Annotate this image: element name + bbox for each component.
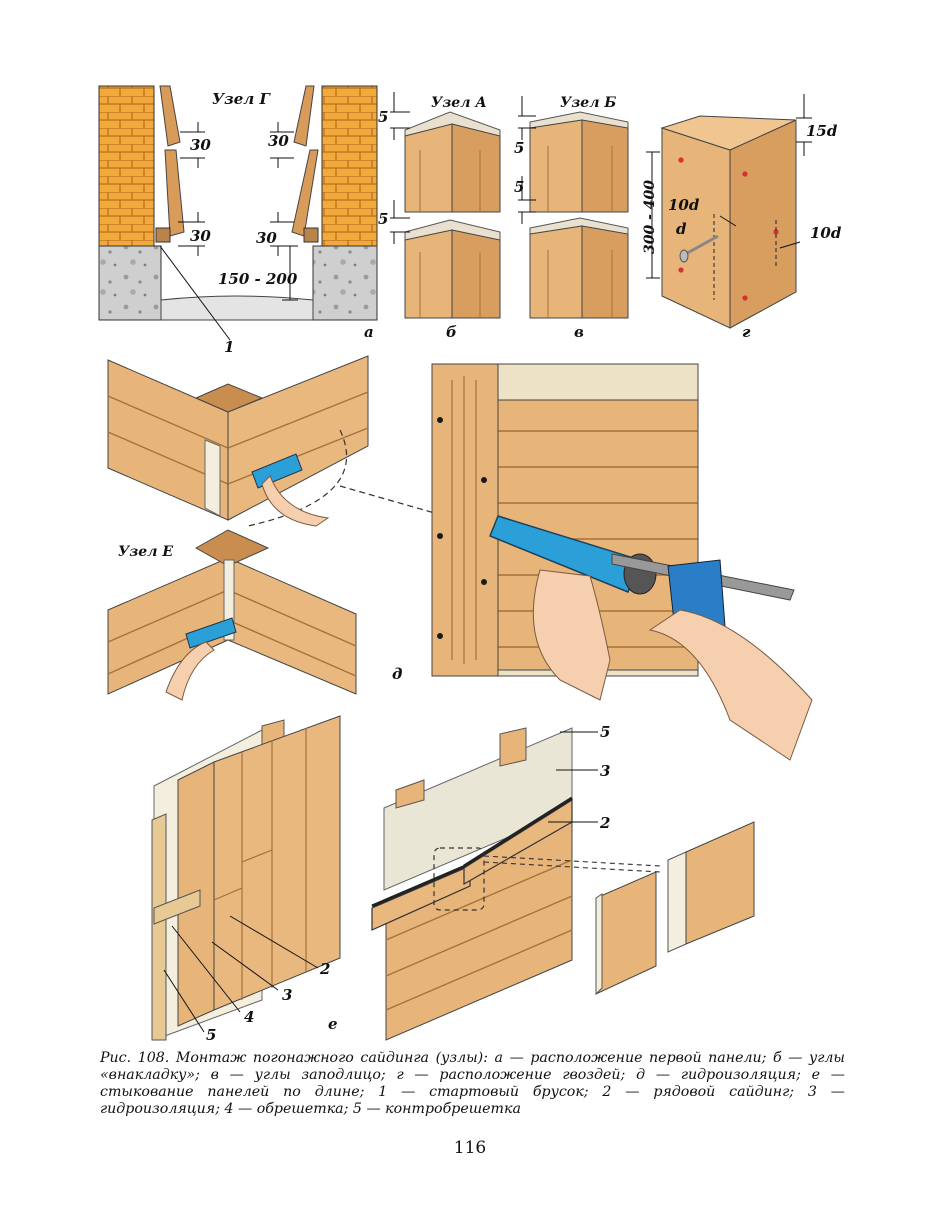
callout-2-right: 2 — [599, 814, 610, 832]
left-wall-assembly — [151, 715, 341, 1041]
corner-a-upper — [404, 111, 501, 213]
foundation-right — [312, 245, 378, 321]
node-e-label: Узел Е — [118, 544, 173, 560]
dim-30-top-left: 30 — [190, 136, 211, 154]
joint-detail-panels — [595, 821, 755, 996]
dim-nail-spacing: 300 - 400 — [642, 180, 658, 254]
panel-e-length-joining: 2 3 4 5 е — [151, 715, 755, 1044]
enlarged-sealing-detail — [431, 363, 813, 761]
dim-5-c-mid: 5 — [514, 178, 524, 196]
panel-v-flush-corners: Узел Б 5 5 в — [514, 95, 629, 341]
figure-108-illustration: Узел Г 30 30 30 30 150 - 200 1 а — [98, 85, 842, 1044]
brick-wall-right — [321, 85, 378, 247]
siding-board-left-lower — [164, 149, 185, 237]
dim-5-c-top: 5 — [514, 139, 524, 157]
dim-10d-left: 10d — [668, 196, 700, 214]
corner-b-lower — [529, 217, 629, 319]
node-g-label: Узел Г — [212, 90, 271, 108]
dim-10d-right: 10d — [810, 224, 842, 242]
right-wall-assembly — [371, 727, 661, 1041]
dim-30-bottom-left: 30 — [190, 227, 211, 245]
siding-board-right-lower — [291, 149, 319, 237]
foundation-left — [98, 245, 162, 321]
figure-caption: Рис. 108. Монтаж погонажного сайдинга (у… — [100, 1050, 845, 1117]
dim-5-b-top: 5 — [378, 108, 388, 126]
panel-g-nail-layout: 15d 10d d 10d 300 - 400 г — [642, 94, 842, 341]
callout-1-starter-batten: 1 — [224, 338, 234, 356]
starter-batten-left — [155, 227, 171, 243]
starter-batten-right — [303, 227, 319, 243]
node-a-label: Узел А — [431, 95, 487, 111]
panel-letter-v: в — [574, 323, 584, 341]
panel-letter-e: е — [328, 1015, 338, 1033]
node-b-label: Узел Б — [560, 95, 616, 111]
dim-30-top-right: 30 — [268, 132, 289, 150]
callout-5-left: 5 — [206, 1026, 216, 1044]
panel-letter-b: б — [446, 323, 457, 341]
siding-board-left-upper — [159, 85, 181, 147]
dim-30-bottom-right: 30 — [256, 229, 277, 247]
brick-wall-left — [98, 85, 155, 247]
panel-b-overlap-corners: Узел А 5 5 б — [378, 92, 501, 341]
page-number: 116 — [453, 1138, 487, 1158]
corner-b-upper — [529, 111, 629, 213]
ground-surface — [160, 295, 314, 321]
dim-5-b-bottom: 5 — [378, 210, 388, 228]
corner-a-lower — [404, 219, 501, 319]
outer-corner-upper — [107, 355, 369, 527]
dim-d: d — [676, 220, 687, 238]
panel-d-waterproofing: Узел Е д — [107, 355, 813, 761]
panel-a-first-panel-position: Узел Г 30 30 30 30 150 - 200 1 а — [98, 85, 378, 356]
dim-15d: 15d — [806, 122, 838, 140]
dim-gap-150-200: 150 - 200 — [218, 270, 298, 288]
panel-letter-g: г — [742, 323, 751, 341]
callout-4-left: 4 — [244, 1008, 254, 1026]
siding-board-right-upper — [293, 85, 315, 147]
callout-3-right: 3 — [600, 762, 610, 780]
panel-letter-d: д — [392, 665, 402, 683]
panel-letter-a: а — [364, 323, 374, 341]
callout-3-left: 3 — [282, 986, 292, 1004]
inner-corner-lower — [107, 529, 357, 701]
callout-5-right: 5 — [600, 723, 610, 741]
callout-2-left: 2 — [319, 960, 330, 978]
